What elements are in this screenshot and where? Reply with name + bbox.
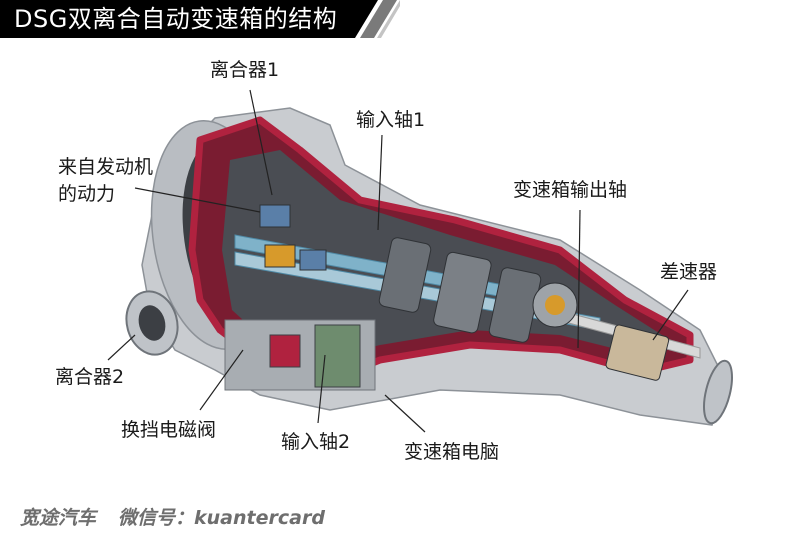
leader-tcu: [384, 394, 426, 433]
leader-output-shaft: [577, 209, 581, 349]
leader-shift-solenoid: [199, 349, 244, 411]
leader-engine-power: [134, 187, 261, 213]
label-clutch2: 离合器2: [55, 366, 125, 388]
leader-input-shaft1: [377, 134, 383, 231]
leader-differential: [652, 289, 689, 341]
label-tcu: 变速箱电脑: [404, 441, 500, 463]
title-bar-background: [0, 0, 400, 38]
leader-clutch2: [107, 334, 136, 361]
title-bar: DSG双离合自动变速箱的结构: [0, 0, 400, 38]
label-input-shaft2: 输入轴2: [281, 431, 351, 453]
leader-lines: [107, 89, 689, 433]
watermark-brand: 宽途汽车: [20, 507, 97, 529]
differential-assembly: [605, 324, 733, 425]
label-engine-power-line1: 来自发动机: [58, 156, 154, 178]
label-input-shaft1: 输入轴1: [356, 109, 426, 131]
label-shift-solenoid: 换挡电磁阀: [121, 419, 217, 441]
label-clutch1: 离合器1: [210, 59, 280, 81]
leader-input-shaft2: [317, 354, 326, 424]
gear-sets: [259, 204, 578, 343]
mechatronics-unit: [224, 319, 376, 391]
label-output-shaft: 变速箱输出轴: [513, 179, 628, 201]
label-engine-power-line2: 的动力: [58, 183, 116, 205]
leader-clutch1: [249, 89, 273, 196]
watermark: 宽途汽车微信号：kuantercard: [20, 503, 347, 530]
page-title: DSG双离合自动变速箱的结构: [14, 5, 338, 33]
label-differential: 差速器: [660, 261, 718, 283]
clutch2-flange: [125, 290, 179, 356]
watermark-wechat: 微信号：kuantercard: [118, 507, 325, 529]
